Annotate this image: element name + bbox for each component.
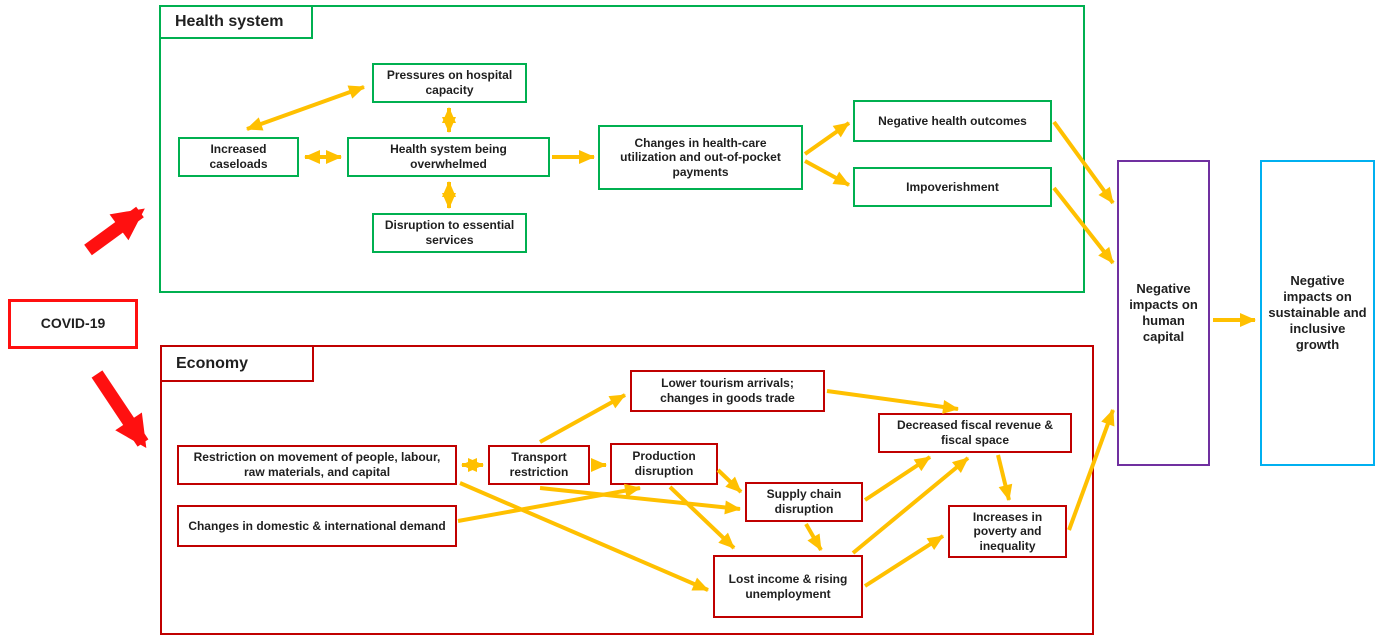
economy-container xyxy=(160,345,1094,635)
increased-caseloads-box: Increased caseloads xyxy=(178,137,299,177)
disruption-essential-services-box: Disruption to essential services xyxy=(372,213,527,253)
production-disruption-box: Production disruption xyxy=(610,443,718,485)
increases-poverty-box: Increases in poverty and inequality xyxy=(948,505,1067,558)
lost-income-box: Lost income & rising unemployment xyxy=(713,555,863,618)
health-system-title: Health system xyxy=(159,5,313,39)
changes-demand-box: Changes in domestic & international dema… xyxy=(177,505,457,547)
covid-19-box: COVID-19 xyxy=(8,299,138,349)
decreased-fiscal-box: Decreased fiscal revenue & fiscal space xyxy=(878,413,1072,453)
arrow-covid-to-economy xyxy=(91,370,149,448)
healthcare-utilization-box: Changes in health-care utilization and o… xyxy=(598,125,803,190)
human-capital-box: Negative impacts on human capital xyxy=(1117,160,1210,466)
arrow-covid-to-health xyxy=(84,206,145,256)
inclusive-growth-box: Negative impacts on sustainable and incl… xyxy=(1260,160,1375,466)
economy-title: Economy xyxy=(160,345,314,382)
transport-restriction-box: Transport restriction xyxy=(488,445,590,485)
lower-tourism-box: Lower tourism arrivals; changes in goods… xyxy=(630,370,825,412)
health-system-overwhelmed-box: Health system being overwhelmed xyxy=(347,137,550,177)
negative-health-outcomes-box: Negative health outcomes xyxy=(853,100,1052,142)
restriction-movement-box: Restriction on movement of people, labou… xyxy=(177,445,457,485)
pressures-hospital-capacity-box: Pressures on hospital capacity xyxy=(372,63,527,103)
supply-chain-disruption-box: Supply chain disruption xyxy=(745,482,863,522)
impoverishment-box: Impoverishment xyxy=(853,167,1052,207)
